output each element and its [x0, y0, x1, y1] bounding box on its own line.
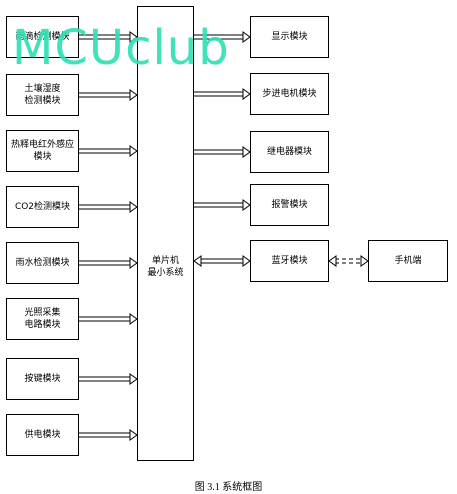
input-module-8-label: 供电模块 — [24, 430, 61, 440]
output-arrow-1 — [194, 31, 251, 43]
input-module-6: 光照采集电路模块 — [6, 298, 79, 340]
figure-caption: 图 3.1 系统框图 — [194, 482, 263, 493]
output-module-5: 蓝牙模块 — [250, 240, 329, 282]
input-module-4-label: CO2检测模块 — [14, 202, 71, 212]
output-module-1-label: 显示模块 — [271, 32, 308, 42]
phone-link-arrow — [328, 255, 369, 267]
output-module-4-label: 报警模块 — [271, 200, 308, 210]
input-arrow-4 — [79, 201, 138, 213]
input-module-7-label: 按键模块 — [24, 374, 61, 384]
output-module-1: 显示模块 — [250, 16, 329, 58]
input-arrow-6 — [79, 313, 138, 325]
input-module-6-label-line2: 电路模块 — [24, 320, 61, 330]
input-module-1: 雨滴检测模块 — [6, 16, 79, 58]
output-arrow-3 — [194, 146, 251, 158]
input-arrow-2 — [79, 89, 138, 101]
mcu-minimum-system: 单片机 最小系统 — [137, 6, 194, 461]
input-module-2-label-line1: 土壤湿度 — [24, 84, 61, 94]
input-module-5-label: 雨水检测模块 — [15, 258, 70, 268]
input-arrow-7 — [79, 373, 138, 385]
bluetooth-link-arrow — [193, 255, 251, 267]
input-arrow-3 — [79, 145, 138, 157]
external-device-label: 手机端 — [394, 256, 422, 266]
mcu-label-line2: 最小系统 — [147, 268, 184, 278]
output-module-4: 报警模块 — [250, 184, 329, 226]
output-module-2: 步进电机模块 — [250, 73, 329, 115]
input-module-6-label-line1: 光照采集 — [24, 308, 61, 318]
input-module-3-label-line1: 热释电红外感应 — [10, 140, 74, 150]
external-device: 手机端 — [368, 240, 448, 282]
input-arrow-8 — [79, 429, 138, 441]
input-module-5: 雨水检测模块 — [6, 242, 79, 284]
output-module-2-label: 步进电机模块 — [262, 89, 317, 99]
input-arrow-5 — [79, 257, 138, 269]
input-module-7: 按键模块 — [6, 358, 79, 400]
input-module-3-label-line2: 模块 — [33, 152, 52, 162]
input-module-8: 供电模块 — [6, 414, 79, 456]
input-module-3: 热释电红外感应模块 — [6, 130, 79, 172]
input-module-1-label: 雨滴检测模块 — [15, 32, 70, 42]
output-module-5-label: 蓝牙模块 — [271, 256, 308, 266]
output-arrow-4 — [194, 199, 251, 211]
output-arrow-2 — [194, 88, 251, 100]
input-arrow-1 — [79, 31, 138, 43]
input-module-4: CO2检测模块 — [6, 186, 79, 228]
input-module-2-label-line2: 检测模块 — [24, 96, 61, 106]
output-module-3: 继电器模块 — [250, 131, 329, 173]
input-module-2: 土壤湿度检测模块 — [6, 74, 79, 116]
mcu-label-line1: 单片机 — [151, 256, 179, 266]
output-module-3-label: 继电器模块 — [266, 147, 312, 157]
